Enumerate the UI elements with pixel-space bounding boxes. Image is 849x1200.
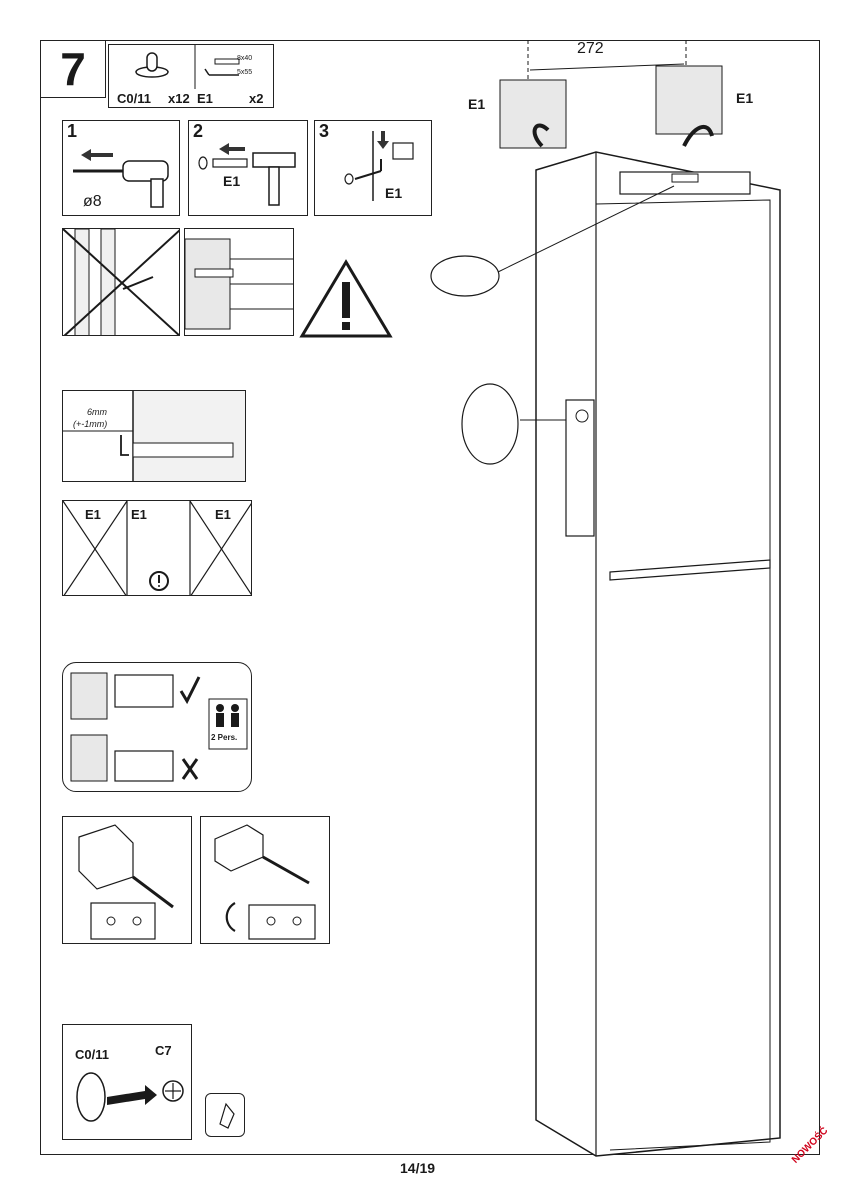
tolerance-label: (+-1mm) bbox=[73, 419, 108, 429]
mount-distance: 272 bbox=[577, 40, 604, 57]
solid-wall-panel bbox=[184, 228, 294, 336]
bracket-adjust-icon-2 bbox=[214, 824, 316, 940]
fixing-qty: x2 bbox=[249, 91, 264, 106]
bracket-adjust-icon-1 bbox=[78, 824, 174, 940]
substep-3-caption: E1 bbox=[385, 185, 403, 201]
depth-detail-panel: 6mm (+-1mm) bbox=[62, 390, 246, 482]
step-number: 7 bbox=[60, 43, 86, 95]
cap-swap-to: C7 bbox=[155, 1043, 172, 1058]
bracket-adjust-panel-2 bbox=[200, 816, 330, 944]
substep-2-caption: E1 bbox=[223, 173, 241, 189]
orientation-label-3: E1 bbox=[215, 507, 231, 522]
cap-icon bbox=[135, 45, 196, 89]
mount-right-label: E1 bbox=[736, 90, 754, 106]
cap-swap-from: C0/11 bbox=[75, 1047, 109, 1062]
cap-swap-icon bbox=[76, 1072, 184, 1122]
substep-2-hammer: 2 E1 bbox=[188, 120, 308, 216]
drill-icon bbox=[73, 149, 169, 208]
depth-label: 6mm bbox=[87, 407, 107, 417]
parts-box: 8x40 5x55 C0/11 x12 E1 x2 bbox=[108, 44, 274, 108]
wall-section-icon bbox=[63, 391, 245, 481]
page-frame bbox=[40, 40, 820, 1155]
wrong-wall-panel bbox=[62, 228, 180, 336]
two-persons-panel: 2 Pers. bbox=[62, 662, 252, 792]
hollow-wall-icon bbox=[63, 229, 179, 335]
substep-1-drill: 1 ø8 bbox=[62, 120, 180, 216]
fixing-size-1: 8x40 bbox=[237, 55, 253, 62]
orientation-label-1: E1 bbox=[85, 507, 101, 522]
two-persons-icon bbox=[216, 704, 239, 727]
orientation-label-2: E1 bbox=[131, 507, 147, 522]
mount-left-label: E1 bbox=[468, 96, 486, 112]
solid-wall-icon bbox=[185, 238, 293, 330]
cap-swap-panel: C0/11 C7 bbox=[62, 1024, 192, 1140]
hook-screw-icon bbox=[344, 131, 414, 201]
cap-qty: x12 bbox=[168, 91, 190, 106]
fixing-label: E1 bbox=[197, 91, 213, 106]
bracket-adjust-panel-1 bbox=[62, 816, 192, 944]
substep-1-number: 1 bbox=[67, 121, 78, 141]
substep-3-hook: 3 E1 bbox=[314, 120, 432, 216]
page-number: 14/19 bbox=[400, 1160, 436, 1176]
two-persons-label: 2 Pers. bbox=[211, 733, 238, 742]
orientation-dividers bbox=[63, 501, 251, 595]
manual-icon bbox=[219, 1102, 235, 1129]
mounting-check-icons bbox=[70, 672, 248, 782]
drill-diameter: ø8 bbox=[83, 193, 102, 210]
manual-icon-box bbox=[205, 1093, 245, 1137]
dowel-and-hook-icon bbox=[204, 58, 240, 76]
substep-3-number: 3 bbox=[319, 121, 330, 141]
cap-label: C0/11 bbox=[117, 91, 151, 106]
step-number-box: 7 bbox=[40, 40, 106, 98]
hammer-icon bbox=[198, 143, 296, 206]
fixing-size-2: 5x55 bbox=[237, 69, 253, 76]
hook-orientation-panel: E1 E1 E1 bbox=[62, 500, 252, 596]
substep-2-number: 2 bbox=[193, 121, 204, 141]
